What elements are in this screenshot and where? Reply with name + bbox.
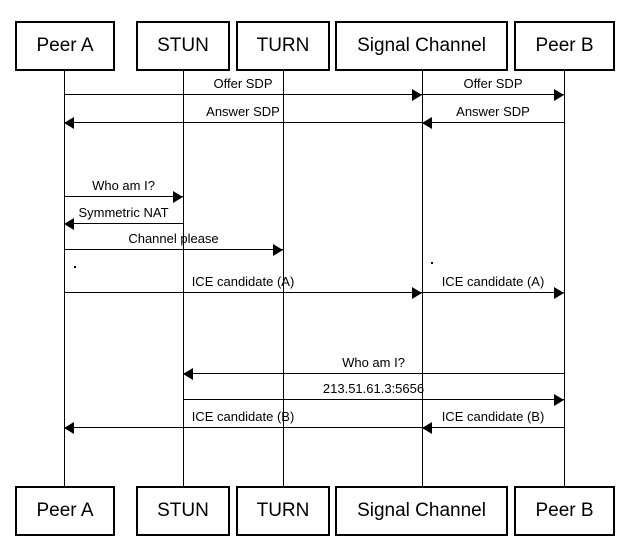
message-arrowhead-icon [554, 287, 564, 299]
participant-box-peer-b-bottom: Peer B [514, 486, 615, 536]
message-arrowhead-icon [422, 422, 432, 434]
message-line [64, 223, 183, 224]
participant-box-turn-bottom: TURN [236, 486, 330, 536]
message-label: ICE candidate (B) [441, 409, 545, 424]
lifeline-stun [183, 71, 184, 486]
message-label: ICE candidate (A) [191, 274, 295, 289]
message-arrowhead-icon [412, 287, 422, 299]
lifeline-signal-channel [422, 71, 423, 486]
message-line [422, 427, 564, 428]
lifeline-turn [283, 71, 284, 486]
participant-box-stun-top: STUN [136, 21, 230, 71]
message-line [64, 122, 422, 123]
participant-label-signal-channel: Signal Channel [357, 500, 486, 521]
participant-label-signal-channel: Signal Channel [357, 35, 486, 56]
participant-box-stun-bottom: STUN [136, 486, 230, 536]
message-arrowhead-icon [554, 394, 564, 406]
message-line [183, 373, 564, 374]
message-arrowhead-icon [173, 191, 183, 203]
message-line [64, 196, 183, 197]
participant-box-peer-a-bottom: Peer A [15, 486, 115, 536]
message-label: Offer SDP [463, 76, 523, 91]
dot [74, 266, 76, 268]
message-label: 213.51.61.3:5656 [322, 381, 425, 396]
message-line [64, 94, 422, 95]
participant-label-peer-b: Peer B [535, 35, 594, 56]
message-line [422, 292, 564, 293]
lifeline-peer-b [564, 71, 565, 486]
message-arrowhead-icon [273, 244, 283, 256]
message-arrowhead-icon [183, 368, 193, 380]
participant-label-peer-a: Peer A [36, 35, 94, 56]
participant-box-signal-channel-bottom: Signal Channel [335, 486, 508, 536]
message-line [183, 399, 564, 400]
message-label: ICE candidate (B) [191, 409, 295, 424]
message-arrowhead-icon [422, 117, 432, 129]
message-label: ICE candidate (A) [441, 274, 545, 289]
participant-box-peer-b-top: Peer B [514, 21, 615, 71]
message-line [422, 94, 564, 95]
message-arrowhead-icon [64, 422, 74, 434]
message-label: Symmetric NAT [78, 205, 169, 220]
participant-label-stun: STUN [157, 35, 209, 56]
message-line [64, 292, 422, 293]
participant-label-stun: STUN [157, 500, 209, 521]
message-label: Who am I? [342, 355, 405, 370]
participant-box-turn-top: TURN [236, 21, 330, 71]
message-line [64, 427, 422, 428]
message-label: Answer SDP [206, 104, 280, 119]
lifeline-peer-a [64, 71, 65, 486]
message-label: Who am I? [92, 178, 155, 193]
participant-box-peer-a-top: Peer A [15, 21, 115, 71]
message-label: Offer SDP [213, 76, 273, 91]
message-arrowhead-icon [64, 117, 74, 129]
message-arrowhead-icon [64, 218, 74, 230]
participant-label-turn: TURN [256, 35, 310, 56]
participant-box-signal-channel-top: Signal Channel [335, 21, 508, 71]
message-arrowhead-icon [554, 89, 564, 101]
dot [431, 262, 433, 264]
message-label: Answer SDP [456, 104, 530, 119]
participant-label-peer-a: Peer A [36, 500, 94, 521]
message-arrowhead-icon [412, 89, 422, 101]
message-label: Channel please [128, 231, 219, 246]
message-line [64, 249, 283, 250]
message-line [422, 122, 564, 123]
participant-label-turn: TURN [256, 500, 310, 521]
participant-label-peer-b: Peer B [535, 500, 594, 521]
